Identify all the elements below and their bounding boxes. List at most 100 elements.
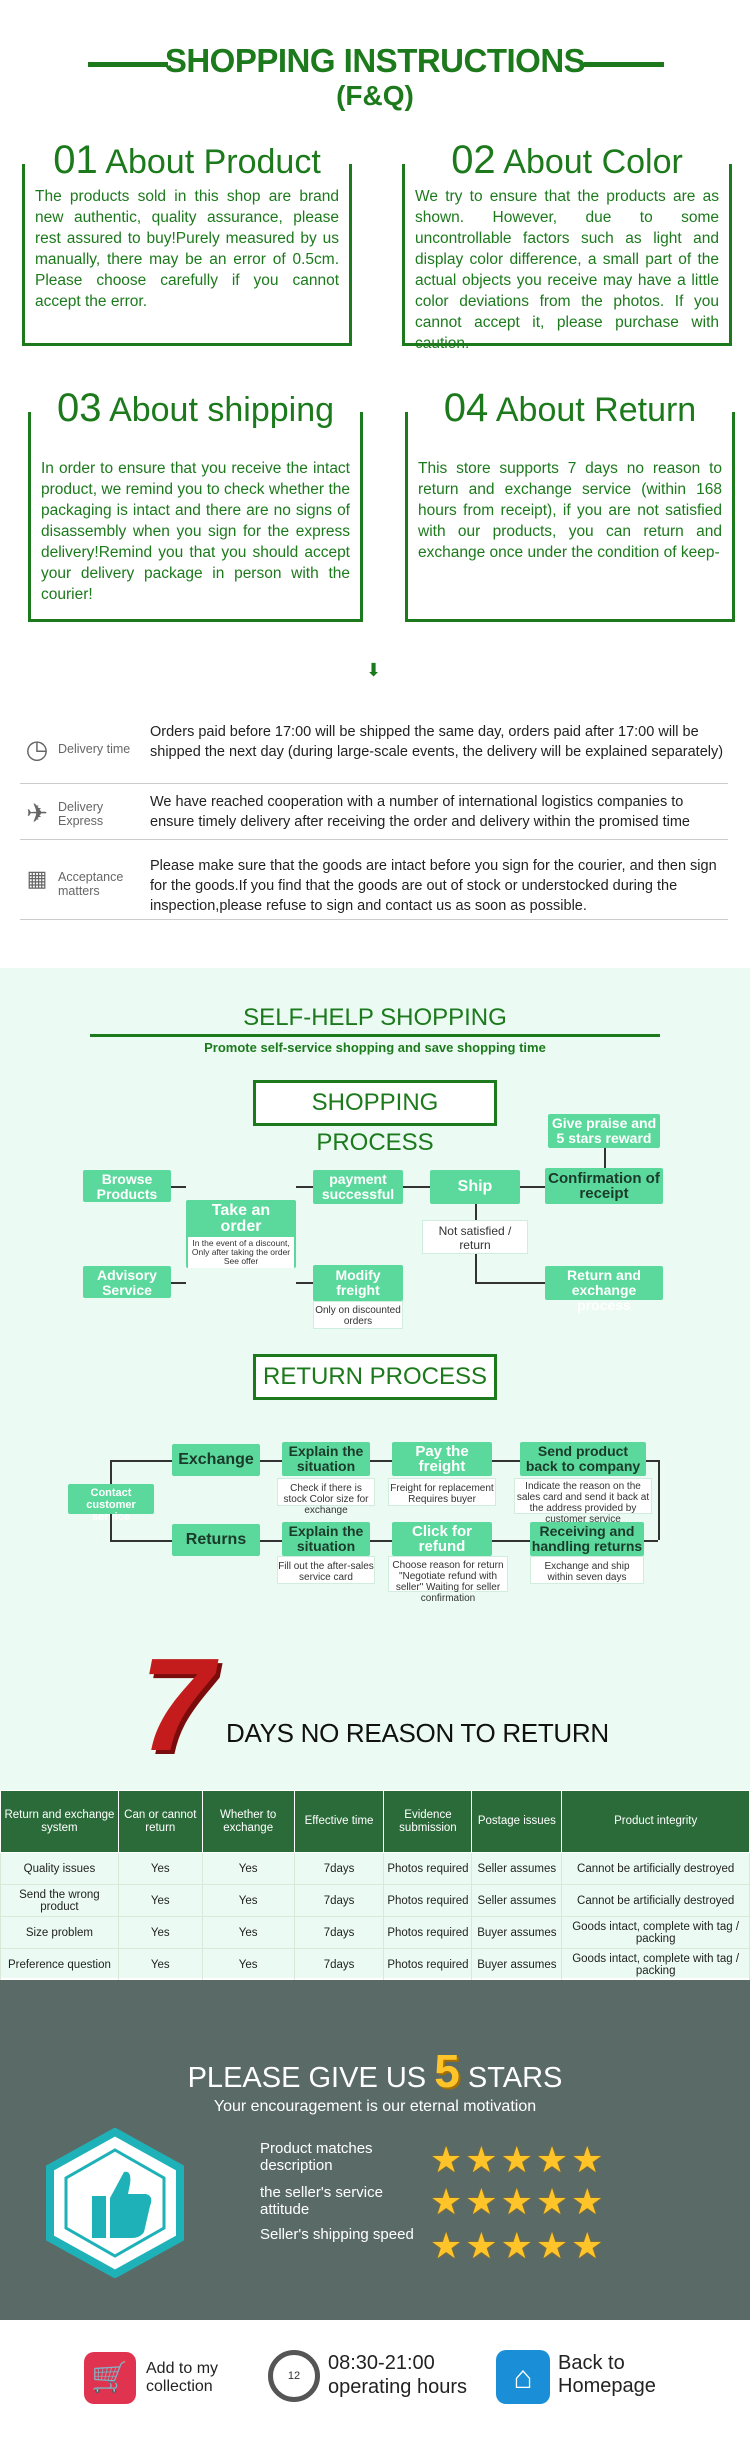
star-icon: ★ xyxy=(535,2139,569,2180)
star-icon: ★ xyxy=(500,2139,533,2180)
table-header: Whether to exchange xyxy=(201,1790,295,1853)
table-cell: Photos required xyxy=(383,1884,473,1917)
page-title: SHOPPING INSTRUCTIONS xyxy=(164,42,586,79)
header-line-right xyxy=(584,62,664,67)
add-collection-label: Add to my collection xyxy=(146,2360,219,2395)
info-label: Delivery time xyxy=(58,742,131,756)
star-icon: ★ xyxy=(465,2225,498,2266)
explain-situation-exchange: Explain the situation xyxy=(282,1442,370,1476)
table-cell: Cannot be artificially destroyed xyxy=(561,1852,750,1885)
rating-five: 5 xyxy=(434,2045,460,2097)
rating-label: Product matches description xyxy=(260,2140,373,2174)
add-collection-button[interactable]: 🛒 Add to my collection xyxy=(84,2352,264,2412)
star-icon: ★ xyxy=(500,2225,533,2266)
table-cell: Buyer assumes xyxy=(471,1916,563,1949)
praise-reward: Give praise and 5 stars reward xyxy=(548,1114,660,1148)
pay-freight-note: Freight for replacement Requires buyer xyxy=(388,1478,496,1506)
box-number: 02 xyxy=(451,138,496,182)
seven-digit: 7 xyxy=(140,1631,214,1778)
explain-situation-returns: Explain the situation xyxy=(282,1522,370,1556)
table-cell: Seller assumes xyxy=(471,1884,563,1917)
star-icon: ★ xyxy=(500,2181,533,2222)
receiving-returns-note: Exchange and ship within seven days xyxy=(530,1556,644,1584)
box-text: This store supports 7 days no reason to … xyxy=(418,460,722,561)
rating-title-a: PLEASE GIVE US xyxy=(187,2062,427,2094)
alarm-clock-icon: 12 xyxy=(268,2350,320,2402)
take-order-label: Take an order xyxy=(211,1202,271,1235)
star-icon: ★ xyxy=(430,2181,463,2222)
box-number: 03 xyxy=(56,386,102,430)
ship: Ship xyxy=(430,1170,520,1204)
self-help-rule xyxy=(90,1034,660,1037)
confirmation-of-receipt: Confirmation of receipt xyxy=(545,1168,663,1204)
table-header: Effective time xyxy=(293,1790,385,1853)
table-header: Postage issues xyxy=(471,1790,563,1853)
info-label: Acceptance matters xyxy=(58,870,124,898)
returns: Returns xyxy=(172,1524,260,1556)
star-icon: ★ xyxy=(430,2225,463,2266)
table-cell: Goods intact, complete with tag / packin… xyxy=(561,1916,750,1949)
box-text: The products sold in this shop are brand… xyxy=(35,188,339,310)
rating-title-b: STARS xyxy=(467,2062,563,2094)
table-cell: Yes xyxy=(201,1916,295,1949)
table-cell: Cannot be artificially destroyed xyxy=(561,1884,750,1917)
table-cell: Yes xyxy=(117,1852,203,1885)
down-arrow-icon: ⬇ xyxy=(366,660,382,680)
star-icon: ★ xyxy=(535,2225,569,2266)
cart-icon: 🛒 xyxy=(84,2352,136,2404)
take-an-order: Take an order In the event of a discount… xyxy=(186,1200,296,1268)
info-row-acceptance: ▦ Acceptance matters Please make sure th… xyxy=(20,852,728,920)
table-cell: Yes xyxy=(117,1948,203,1981)
info-text: Please make sure that the goods are inta… xyxy=(150,858,717,914)
star-icon: ★ xyxy=(571,2181,604,2222)
info-label: Delivery Express xyxy=(58,800,104,828)
return-exchange-process: Return and exchange process xyxy=(545,1266,663,1313)
box-text: In order to ensure that you receive the … xyxy=(41,460,350,603)
star-rating-row: ★★★★★ xyxy=(430,2142,606,2178)
table-cell: Photos required xyxy=(383,1852,473,1885)
table-cell: Yes xyxy=(201,1884,295,1917)
rating-label: Seller's shipping speed xyxy=(260,2226,414,2243)
box-number: 01 xyxy=(53,138,98,182)
box-title: About Return xyxy=(495,391,697,429)
box-text: We try to ensure that the products are a… xyxy=(415,188,719,352)
clock-icon: ◷ xyxy=(25,734,49,764)
back-home-button[interactable]: ⌂ Back to Homepage xyxy=(496,2348,696,2412)
grid-icon: ▦ xyxy=(26,866,48,891)
about-product-box: 01 About Product The products sold in th… xyxy=(22,138,352,346)
page-subtitle: (F&Q) xyxy=(336,80,414,111)
browse-products: Browse Products xyxy=(83,1170,171,1202)
explain-returns-note: Fill out the after-sales service card xyxy=(277,1556,375,1584)
advisory-service: Advisory Service xyxy=(83,1266,171,1298)
table-header: Return and exchange system xyxy=(0,1790,119,1853)
table-cell: Photos required xyxy=(383,1916,473,1949)
star-icon: ★ xyxy=(571,2139,604,2180)
table-header: Product integrity xyxy=(561,1790,750,1853)
table-header-row: Return and exchange system Can or cannot… xyxy=(0,1790,750,1853)
payment-successful: payment successful xyxy=(313,1170,403,1204)
operating-hours: 12 08:30-21:00 operating hours xyxy=(268,2348,498,2412)
table-cell: Quality issues xyxy=(0,1852,119,1885)
about-color-box: 02 About Color We try to ensure that the… xyxy=(402,138,732,352)
star-icon: ★ xyxy=(535,2181,569,2222)
table-cell: Yes xyxy=(201,1852,295,1885)
table-cell: Yes xyxy=(117,1884,203,1917)
click-for-refund: Click for refund xyxy=(392,1522,492,1556)
star-icon: ★ xyxy=(571,2225,604,2266)
take-order-note: In the event of a discount, Only after t… xyxy=(188,1237,294,1268)
info-row-delivery-express: ✈ Delivery Express We have reached coope… xyxy=(20,788,728,840)
table-cell: 7days xyxy=(293,1948,385,1981)
table-header: Evidence submission xyxy=(383,1790,473,1853)
box-title: About shipping xyxy=(109,391,335,429)
info-text: We have reached cooperation with a numbe… xyxy=(150,794,690,830)
table-header: Can or cannot return xyxy=(117,1790,203,1853)
return-process-title: RETURN PROCESS xyxy=(253,1354,497,1400)
box-title: About Color xyxy=(503,143,683,181)
star-icon: ★ xyxy=(465,2181,498,2222)
rating-subtitle: Your encouragement is our eternal motiva… xyxy=(213,2098,537,2115)
return-policy-table: Return and exchange system Can or cannot… xyxy=(0,1790,750,1981)
table-cell: Send the wrong product xyxy=(0,1884,119,1917)
